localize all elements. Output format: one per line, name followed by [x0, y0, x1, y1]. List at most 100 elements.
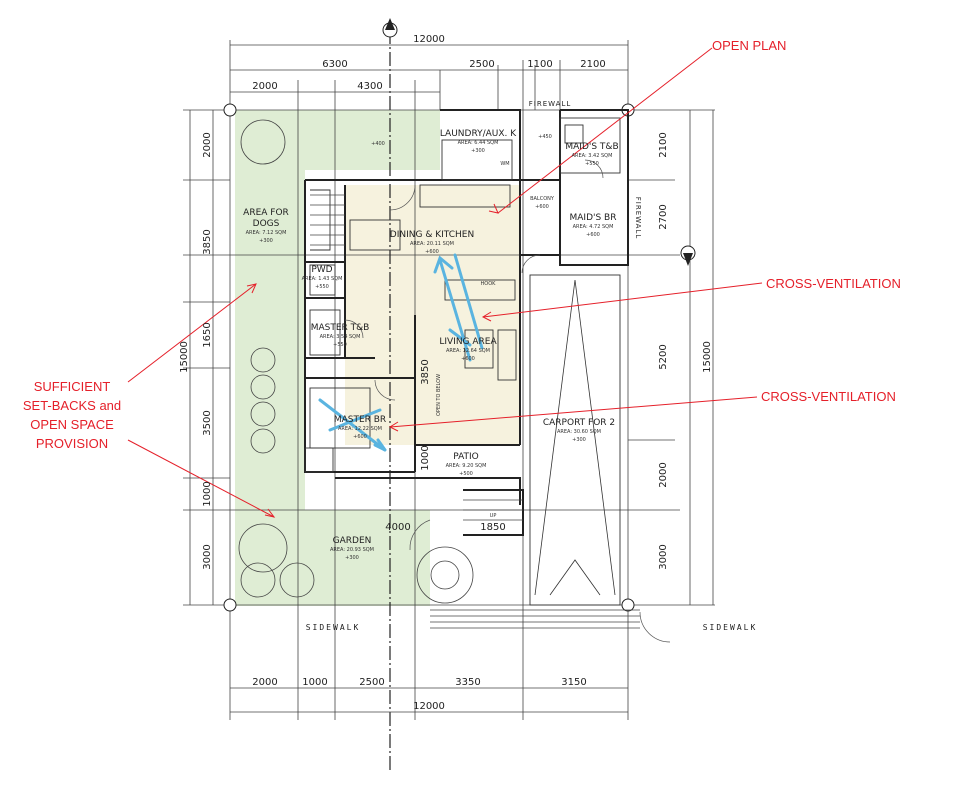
- dim-left-5: 1000: [202, 481, 213, 506]
- dim-top-2-2: 2500: [469, 59, 494, 70]
- room-garden-elev: +300: [345, 555, 359, 561]
- dim-left-1: 2000: [202, 132, 213, 157]
- walls: [304, 109, 629, 536]
- room-balcony: BALCONY: [530, 196, 555, 202]
- dim-left-6: 3000: [202, 544, 213, 569]
- room-living-elev: +600: [461, 356, 475, 362]
- room-maids-tb-elev: +550: [585, 161, 599, 167]
- annotation-setbacks-line-4: PROVISION: [35, 436, 109, 451]
- room-balcony-elev: +600: [535, 204, 549, 210]
- room-patio-elev: +500: [459, 471, 473, 477]
- annotation-setbacks-line-3: OPEN SPACE: [30, 417, 114, 432]
- dim-interior-1: 4000: [385, 522, 410, 533]
- dim-bottom-total: 12000: [413, 701, 445, 712]
- room-master-tb: MASTER T&B: [311, 323, 370, 333]
- dim-bottom-3: 2500: [359, 677, 384, 688]
- room-carport: CARPORT FOR 2: [543, 418, 615, 428]
- firewall-right-label: FIREWALL: [634, 197, 642, 240]
- sidewalk-left-label: SIDEWALK: [306, 623, 361, 632]
- room-pwd-elev: +550: [315, 284, 329, 290]
- dim-left-total: 15000: [179, 341, 190, 373]
- room-master-br: MASTER BR: [334, 415, 386, 425]
- dim-top-2-4: 2100: [580, 59, 605, 70]
- room-master-tb-area: AREA: 3.54 SQM: [320, 334, 361, 340]
- up-label: UP: [490, 513, 497, 519]
- room-area-dogs-elev: +300: [259, 238, 273, 244]
- dim-bottom-1: 2000: [252, 677, 277, 688]
- annotation-setbacks-line-1: SUFFICIENT: [33, 379, 111, 394]
- dim-left-4: 3500: [202, 410, 213, 435]
- room-pwd-area: AREA: 1.43 SQM: [302, 276, 343, 282]
- doors: [344, 159, 671, 643]
- room-laundry-elev: +300: [471, 148, 485, 154]
- dim-bottom-4: 3350: [455, 677, 480, 688]
- firewall-top-label: FIREWALL: [529, 100, 572, 108]
- dim-interior-2: 1850: [480, 522, 505, 533]
- annotation-open-plan: OPEN PLAN: [712, 38, 787, 53]
- dim-bottom-2: 1000: [302, 677, 327, 688]
- room-pwd: PWD: [311, 265, 332, 275]
- dimension-lines: [189, 44, 714, 713]
- dim-left-3: 1650: [202, 322, 213, 347]
- hook-label: HOOK: [481, 281, 497, 287]
- room-master-tb-elev: +550: [333, 342, 347, 348]
- dim-top-3-1: 2000: [252, 81, 277, 92]
- annotation-cross-ventilation-1: CROSS-VENTILATION: [766, 276, 901, 291]
- room-laundry-area: AREA: 6.44 SQM: [458, 140, 499, 146]
- green-open-space: [235, 110, 440, 606]
- room-area-dogs-1: AREA FOR: [243, 208, 289, 218]
- dim-bottom-5: 3150: [561, 677, 586, 688]
- room-dining-kitchen: DINING & KITCHEN: [390, 230, 474, 240]
- annotation-cross-ventilation-2: CROSS-VENTILATION: [761, 389, 896, 404]
- room-area-dogs-area: AREA: 7.12 SQM: [246, 230, 287, 236]
- elevation-laundry-label: +450: [538, 134, 552, 140]
- thin-walls: [304, 117, 621, 606]
- carport-lines: [534, 279, 616, 596]
- wm-label: WM: [500, 161, 509, 167]
- dim-right-2: 2700: [658, 204, 669, 229]
- room-master-br-area: AREA: 12.22 SQM: [338, 426, 382, 432]
- dim-right-total: 15000: [702, 341, 713, 373]
- stairs: [310, 194, 640, 629]
- annotation-leaders: [127, 47, 763, 518]
- sidewalk-right-label: SIDEWALK: [703, 623, 758, 632]
- room-garden-area: AREA: 20.93 SQM: [330, 547, 374, 553]
- room-living-area: AREA: 12.64 SQM: [446, 348, 490, 354]
- room-living: LIVING AREA: [439, 337, 497, 347]
- dim-top-2-1: 6300: [322, 59, 347, 70]
- room-maids-tb-area: AREA: 3.42 SQM: [572, 153, 613, 159]
- annotation-setbacks-line-2: SET-BACKS and: [22, 398, 122, 413]
- room-garden: GARDEN: [333, 536, 372, 546]
- dim-top-total: 12000: [413, 34, 445, 45]
- room-maids-br-area: AREA: 4.72 SQM: [573, 224, 614, 230]
- dim-interior-4: 1000: [420, 445, 431, 470]
- room-carport-area: AREA: 30.60 SQM: [557, 429, 601, 435]
- elevation-top-label: +400: [371, 141, 385, 147]
- room-maids-tb: MAID'S T&B: [565, 142, 618, 152]
- airflow-arrows: [318, 253, 484, 452]
- annotation-setbacks: SUFFICIENT SET-BACKS and OPEN SPACE PROV…: [12, 377, 132, 453]
- room-dining-kitchen-elev: +600: [425, 249, 439, 255]
- dim-right-3: 5200: [658, 344, 669, 369]
- dim-interior-3: 3850: [420, 359, 431, 384]
- dim-top-2-3: 1100: [527, 59, 552, 70]
- room-patio: PATIO: [453, 452, 479, 462]
- dim-right-5: 3000: [658, 544, 669, 569]
- room-maids-br: MAID'S BR: [570, 213, 617, 223]
- room-patio-area: AREA: 9.20 SQM: [446, 463, 487, 469]
- garden-circles: [238, 119, 474, 604]
- room-master-br-elev: +600: [353, 434, 367, 440]
- room-laundry: LAUNDRY/AUX. K: [440, 129, 517, 139]
- section-marker-top: [382, 18, 398, 38]
- dim-left-2: 3850: [202, 229, 213, 254]
- section-marker-right: [680, 245, 696, 266]
- dim-top-3-2: 4300: [357, 81, 382, 92]
- open-to-below-label: OPEN TO BELOW: [436, 374, 442, 416]
- dim-right-1: 2100: [658, 132, 669, 157]
- open-plan-fill: [345, 185, 520, 445]
- dim-right-4: 2000: [658, 462, 669, 487]
- room-maids-br-elev: +600: [586, 232, 600, 238]
- room-area-dogs-2: DOGS: [253, 219, 280, 229]
- room-dining-kitchen-area: AREA: 20.11 SQM: [410, 241, 454, 247]
